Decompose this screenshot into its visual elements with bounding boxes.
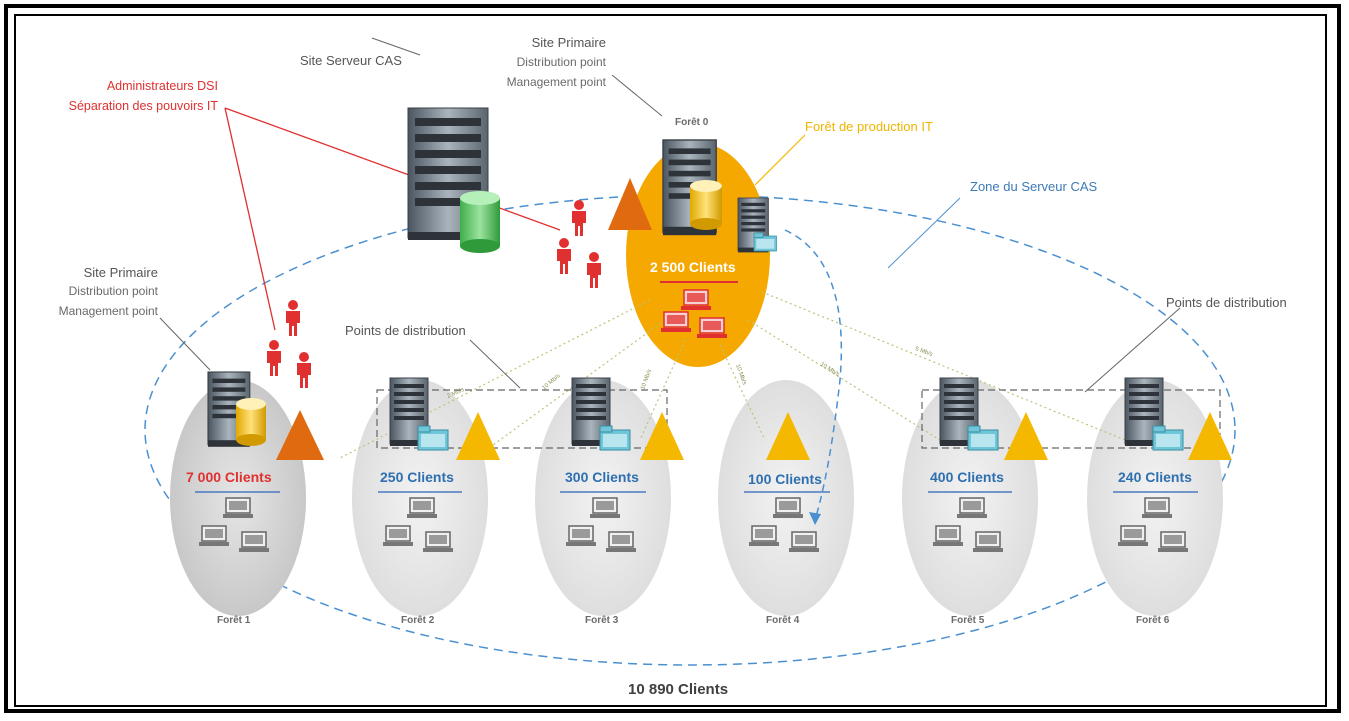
replication-arrow — [784, 229, 843, 521]
forest-0-label: Forêt 0 — [675, 117, 709, 128]
triangle-forest-2 — [456, 412, 500, 460]
forest-2-clients: 250 Clients — [380, 469, 454, 485]
forest-0-ellipse — [626, 143, 770, 367]
svg-text:10 Mb/s: 10 Mb/s — [541, 373, 561, 391]
forest-0-clients: 2 500 Clients — [650, 259, 736, 275]
distribution-points-left-label: Points de distribution — [345, 323, 466, 338]
primary-database-icon — [690, 180, 722, 230]
primary-site-left-dp: Distribution point — [68, 284, 158, 298]
triangle-forest-4 — [766, 412, 810, 460]
forest-clients-pcs — [195, 491, 1198, 553]
admins-title: Administrateurs DSI — [106, 79, 218, 93]
triangle-forest-0 — [608, 178, 652, 230]
distribution-points-right-label: Points de distribution — [1166, 295, 1287, 310]
triangle-forest-6 — [1188, 412, 1232, 460]
forest-2-label: Forêt 2 — [401, 615, 435, 626]
forest-6-label: Forêt 6 — [1136, 615, 1170, 626]
admin-people-top — [557, 200, 601, 288]
forest-4-clients: 100 Clients — [748, 471, 822, 487]
forest-1-label: Forêt 1 — [217, 615, 251, 626]
primary-site-left-title: Site Primaire — [83, 265, 158, 280]
primary-site-left-mp: Management point — [58, 304, 158, 318]
svg-text:10 Mb/s: 10 Mb/s — [734, 364, 747, 386]
distribution-box-left — [376, 389, 668, 449]
cas-database-icon — [460, 191, 500, 253]
forest-6-clients: 240 Clients — [1118, 469, 1192, 485]
svg-text:10 Mb/s: 10 Mb/s — [640, 369, 653, 391]
admins-subtitle: Séparation des pouvoirs IT — [68, 99, 218, 113]
forest-3-label: Forêt 3 — [585, 615, 619, 626]
distribution-server-icon — [737, 197, 777, 253]
total-clients: 10 890 Clients — [628, 681, 729, 698]
primary-site-top-mp: Management point — [506, 75, 606, 89]
forest-5-clients: 400 Clients — [930, 469, 1004, 485]
admin-people-left — [267, 300, 311, 388]
triangle-forest-3 — [640, 412, 684, 460]
forest-4-label: Forêt 4 — [766, 615, 800, 626]
primary-site-top-dp: Distribution point — [516, 55, 606, 69]
forest-3-clients: 300 Clients — [565, 469, 639, 485]
triangle-forest-1 — [276, 410, 324, 460]
production-forest-label: Forêt de production IT — [805, 119, 933, 134]
svg-text:5 Mb/s: 5 Mb/s — [914, 346, 933, 358]
cas-zone-label: Zone du Serveur CAS — [970, 179, 1098, 194]
triangle-forest-5 — [1004, 412, 1048, 460]
forest-5-label: Forêt 5 — [951, 615, 985, 626]
svg-text:10 Mb/s: 10 Mb/s — [819, 362, 840, 378]
distribution-box-right — [921, 389, 1221, 449]
outer-frame — [4, 4, 1341, 713]
primary-site-top-title: Site Primaire — [531, 35, 606, 50]
forest-1-clients: 7 000 Clients — [186, 469, 272, 485]
cas-site-label: Site Serveur CAS — [300, 53, 402, 68]
cas-server-icon — [407, 107, 489, 240]
forest-1-database-icon — [236, 398, 266, 446]
